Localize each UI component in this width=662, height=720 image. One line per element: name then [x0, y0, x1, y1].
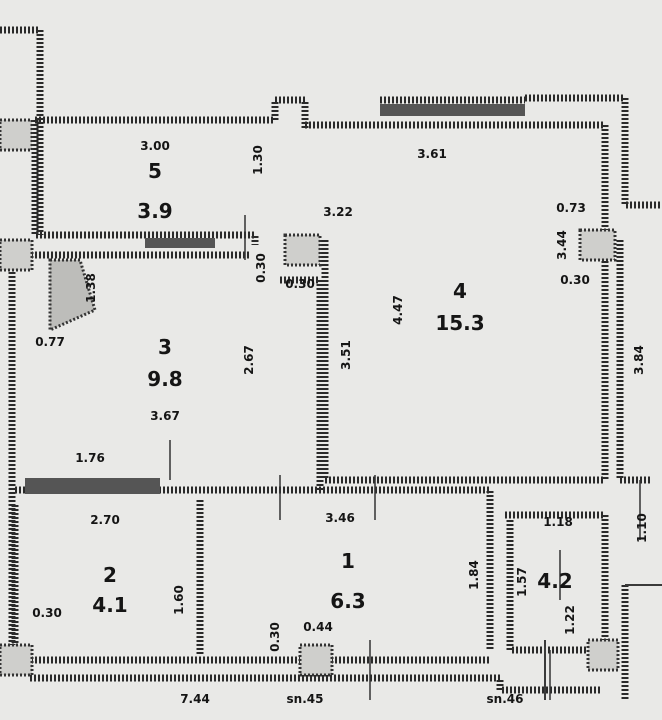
- room-1-area: 6.3: [330, 589, 365, 613]
- dim-room1-width: 3.46: [325, 511, 355, 525]
- dim-030-right: 0.30: [560, 273, 590, 287]
- dim-344: 3.44: [555, 230, 569, 260]
- dimension-labels: 3.00 1.30 3.61 3.22 0.73 3.44 0.30 4.47 …: [32, 139, 649, 706]
- column-left: [0, 238, 34, 272]
- room-2-area: 4.1: [92, 593, 127, 617]
- dim-351: 3.51: [339, 340, 353, 370]
- dim-room3-width: 3.67: [150, 409, 180, 423]
- dim-322: 3.22: [323, 205, 353, 219]
- dim-030-room2: 0.30: [32, 606, 62, 620]
- room-1-number: 1: [341, 549, 355, 573]
- dim-044: 0.44: [303, 620, 333, 634]
- column-right: [578, 228, 617, 262]
- column-center: [283, 233, 322, 267]
- dim-110: 1.10: [635, 513, 649, 543]
- column-bottom-right: [586, 638, 620, 672]
- dim-room2-width: 2.70: [90, 513, 120, 527]
- dim-sn46: sn.46: [487, 692, 524, 706]
- dim-room4-depth: 4.47: [391, 295, 405, 325]
- dim-122: 1.22: [563, 605, 577, 635]
- dim-room5-width: 3.00: [140, 139, 170, 153]
- dim-157: 1.57: [515, 567, 529, 597]
- column-top-left: [0, 118, 34, 152]
- dim-384: 3.84: [632, 345, 646, 375]
- shaft-room3: [48, 258, 97, 333]
- hatched-elements: [0, 104, 620, 677]
- dim-030-center-a: 0.30: [254, 253, 268, 283]
- dim-118: 1.18: [543, 515, 573, 529]
- dim-room2-depth: 1.60: [172, 585, 186, 615]
- room-4-area: 15.3: [435, 311, 484, 335]
- room-4-number: 4: [453, 279, 467, 303]
- dimension-ticks: [169, 215, 641, 700]
- column-bottom-left: [0, 643, 34, 677]
- dim-room1-depth: 1.84: [467, 560, 481, 590]
- window-room3: [25, 478, 160, 494]
- room-2-number: 2: [103, 563, 117, 587]
- dim-138: 1.38: [84, 273, 98, 303]
- dim-room4-width: 3.61: [417, 147, 447, 161]
- column-bottom-center: [298, 643, 334, 677]
- dim-073: 0.73: [556, 201, 586, 215]
- room-5-number: 5: [148, 159, 162, 183]
- dim-030-center-b: 0.30: [285, 277, 315, 291]
- walls: [0, 26, 662, 700]
- dim-room3-depth: 2.67: [242, 345, 256, 375]
- room-3-number: 3: [158, 335, 172, 359]
- dim-room5-depth: 1.30: [251, 145, 265, 175]
- window-room5: [145, 238, 215, 248]
- window-top: [380, 104, 525, 116]
- dim-total-width: 7.44: [180, 692, 210, 706]
- dim-077: 0.77: [35, 335, 65, 349]
- room-3-area: 9.8: [147, 367, 182, 391]
- dim-176: 1.76: [75, 451, 105, 465]
- room-labels: 5 3.9 4 15.3 3 9.8 2 4.1 1 6.3 4.2: [92, 159, 572, 617]
- room-5-area: 3.9: [137, 199, 172, 223]
- dim-030-room1: 0.30: [268, 622, 282, 652]
- room-6-area: 4.2: [537, 569, 572, 593]
- dim-sn45: sn.45: [287, 692, 324, 706]
